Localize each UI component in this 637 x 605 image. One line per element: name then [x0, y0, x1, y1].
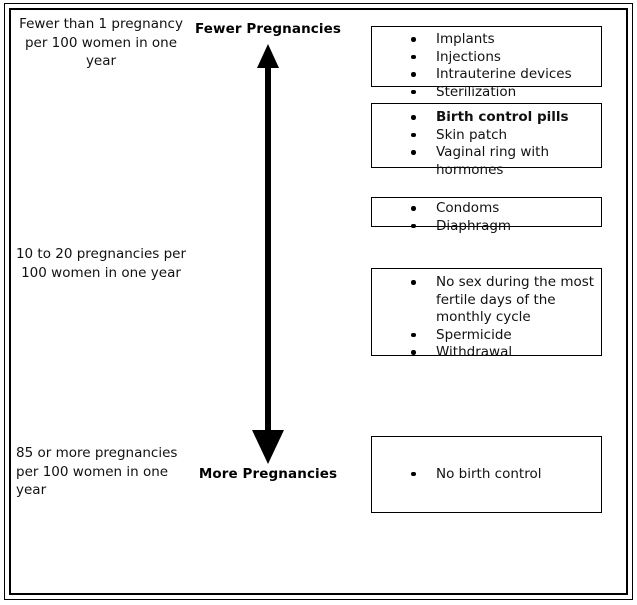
method-label: Birth control pills [436, 109, 569, 125]
double-headed-vertical-arrow-icon [252, 44, 284, 464]
bullet-icon [411, 132, 416, 137]
bullet-icon [411, 223, 416, 228]
method-list: Birth control pills Skin patch Vaginal r… [372, 104, 601, 179]
bullet-icon [411, 471, 416, 477]
method-label: No sex during the most fertile days of t… [436, 274, 595, 325]
bullet-icon [411, 350, 416, 355]
method-label: Vaginal ring with hormones [436, 144, 550, 178]
method-label: Withdrawal [436, 344, 513, 360]
list-item: Intrauterine devices [372, 66, 601, 84]
list-item: Skin patch [372, 127, 601, 145]
bullet-icon [411, 280, 416, 285]
method-list: Implants Injections Intrauterine devices… [372, 27, 601, 101]
bullet-icon [411, 37, 416, 42]
method-label: Implants [436, 31, 495, 47]
method-label: Sterilization [436, 83, 517, 100]
axis-label-fewer-pregnancies: Fewer Pregnancies [194, 21, 342, 37]
axis-label-more-pregnancies: More Pregnancies [198, 466, 338, 482]
bullet-icon [411, 115, 416, 120]
list-item: No birth control [372, 466, 601, 484]
method-label: No birth control [436, 465, 542, 482]
method-list: No sex during the most fertile days of t… [372, 269, 601, 362]
method-label: Condoms [436, 200, 500, 216]
list-item: Birth control pills [372, 109, 601, 127]
method-group-none: No birth control [371, 436, 602, 513]
method-label: Injections [436, 48, 501, 65]
method-label: Skin patch [436, 126, 508, 143]
bullet-icon [411, 206, 416, 211]
list-item: Injections [372, 49, 601, 67]
list-item: Spermicide [372, 327, 601, 345]
method-list: No birth control [372, 466, 601, 484]
method-list: Condoms Diaphragm [372, 198, 601, 235]
bullet-icon [411, 332, 416, 337]
list-item: Condoms [372, 200, 601, 218]
method-label: Intrauterine devices [436, 66, 572, 82]
list-item: Withdrawal [372, 344, 601, 362]
method-group-behavioral: No sex during the most fertile days of t… [371, 268, 602, 360]
list-item: No sex during the most fertile days of t… [372, 274, 601, 327]
list-item: Vaginal ring with hormones [372, 144, 601, 179]
method-group-hormonal: Birth control pills Skin patch Vaginal r… [371, 103, 602, 178]
rate-label-eighty-five-or-more: 85 or more pregnancies per 100 women in … [16, 445, 178, 498]
list-item: Implants [372, 31, 601, 49]
method-label: Spermicide [436, 326, 512, 343]
method-label: Diaphragm [436, 217, 512, 234]
method-group-most-effective: Implants Injections Intrauterine devices… [371, 26, 602, 100]
list-item: Sterilization [372, 84, 601, 102]
rate-label-ten-to-twenty: 10 to 20 pregnancies per 100 women in on… [15, 246, 187, 281]
method-group-barrier: Condoms Diaphragm [371, 197, 602, 234]
bullet-icon [411, 54, 416, 59]
bullet-icon [411, 72, 416, 77]
bullet-icon [411, 150, 416, 155]
rate-label-fewer-than-one: Fewer than 1 pregnancy per 100 women in … [19, 16, 183, 69]
list-item: Diaphragm [372, 218, 601, 236]
bullet-icon [411, 89, 416, 94]
